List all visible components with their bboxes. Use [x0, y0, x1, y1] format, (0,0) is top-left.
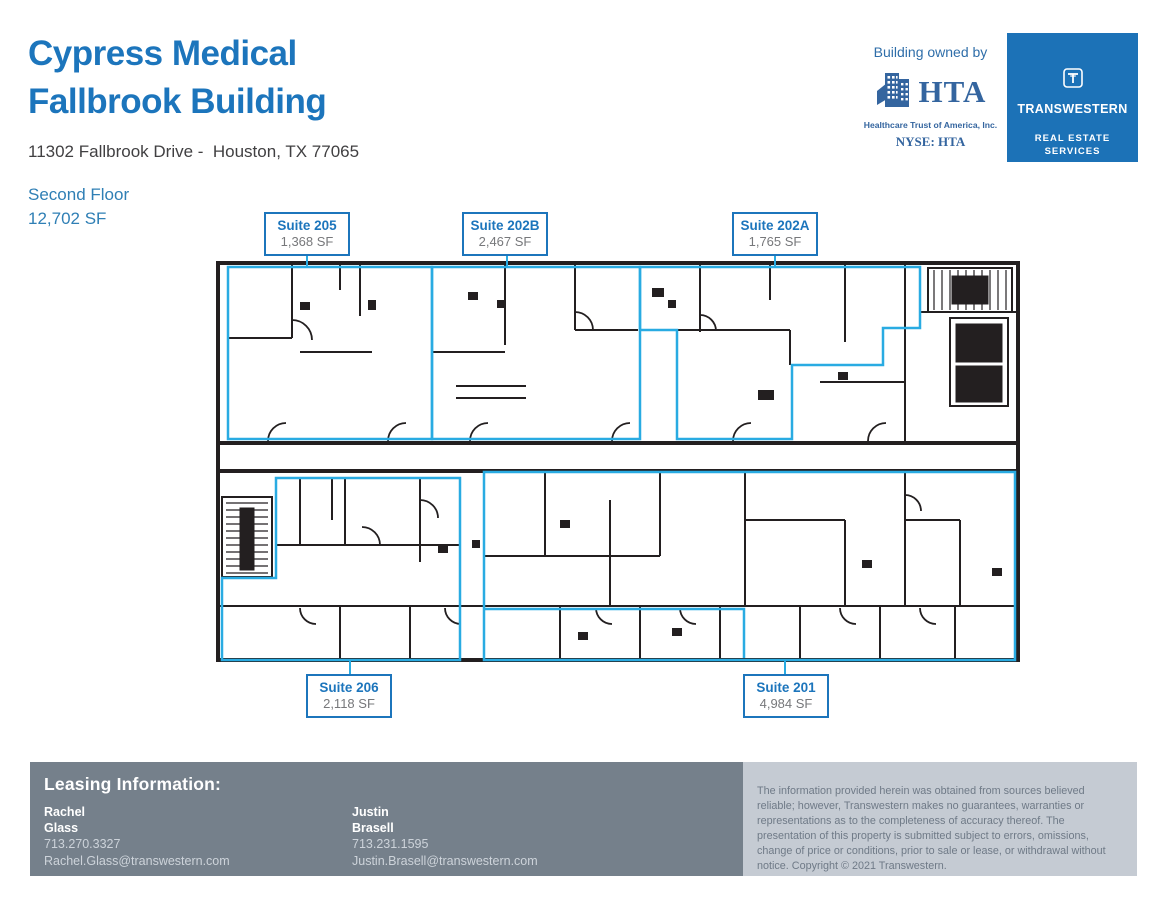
page-title: Cypress Medical Fallbrook Building	[28, 30, 327, 126]
title-line1: Cypress Medical	[28, 34, 297, 73]
transwestern-wordmark: TRANSWESTERN	[1017, 102, 1128, 116]
elevator-core	[949, 317, 1009, 407]
suite-sf: 4,984 SF	[759, 696, 813, 711]
suite-label-202b: Suite 202B 2,467 SF	[462, 212, 548, 256]
suite-202a-outline	[638, 265, 922, 441]
leasing-heading: Leasing Information:	[44, 774, 222, 794]
hta-building-icon	[875, 65, 915, 118]
suite-name: Suite 206	[319, 680, 379, 695]
contact-email: Rachel.Glass@transwestern.com	[44, 853, 230, 868]
suite-sf: 2,118 SF	[323, 696, 375, 711]
suite-name: Suite 205	[277, 218, 337, 233]
contact-last-name: Brasell	[352, 821, 394, 835]
suite-202b-outline	[430, 265, 642, 441]
hta-tagline: Healthcare Trust of America, Inc.	[863, 120, 998, 130]
suite-name: Suite 201	[756, 680, 816, 695]
footer-bar: Leasing Information: Rachel Glass 713.27…	[30, 762, 1137, 876]
suite-201-outline	[482, 470, 1017, 662]
contact-rachel-glass: Rachel Glass 713.270.3327 Rachel.Glass@t…	[44, 804, 352, 869]
stairwell-upper	[927, 267, 1013, 313]
transwestern-t-icon	[1007, 68, 1138, 93]
leader-lines	[306, 250, 786, 676]
contact-phone: 713.231.1595	[352, 837, 429, 851]
stairwell-lower	[221, 496, 273, 578]
contact-email: Justin.Brasell@transwestern.com	[352, 853, 538, 868]
transwestern-subtitle: REAL ESTATE SERVICES	[1034, 133, 1111, 157]
hta-wordmark: HTA	[918, 73, 987, 109]
suite-sf: 1,368 SF	[280, 234, 334, 249]
contact-first-name: Rachel	[44, 805, 85, 819]
contact-last-name: Glass	[44, 821, 79, 835]
disclaimer-panel: The information provided herein was obta…	[743, 762, 1137, 876]
suite-label-201: Suite 201 4,984 SF	[743, 674, 829, 718]
suite-label-205: Suite 205 1,368 SF	[264, 212, 350, 256]
floor-name: Second Floor	[28, 185, 130, 204]
hta-ticker: NYSE: HTA	[895, 134, 966, 149]
suite-name: Suite 202A	[740, 218, 810, 233]
suite-label-206: Suite 206 2,118 SF	[306, 674, 392, 718]
suite-name: Suite 202B	[470, 218, 540, 233]
suite-sf: 1,765 SF	[748, 234, 802, 249]
transwestern-logo-block: TRANSWESTERN REAL ESTATE SERVICES	[1007, 33, 1138, 162]
disclaimer-text: The information provided herein was obta…	[757, 785, 1106, 872]
suite-sf: 2,467 SF	[478, 234, 532, 249]
contact-first-name: Justin	[352, 805, 389, 819]
title-line2: Fallbrook Building	[28, 82, 327, 121]
contact-justin-brasell: Justin Brasell 713.231.1595 Justin.Brase…	[352, 804, 660, 869]
suite-boundaries	[220, 265, 1017, 662]
floor-info: Second Floor 12,702 SF	[28, 183, 129, 231]
contact-phone: 713.270.3327	[44, 837, 121, 851]
suite-label-202a: Suite 202A 1,765 SF	[732, 212, 818, 256]
property-address: 11302 Fallbrook Drive - Houston, TX 7706…	[28, 142, 360, 161]
leasing-section: Leasing Information: Rachel Glass 713.27…	[30, 762, 743, 876]
suite-206-outline	[220, 476, 462, 662]
total-sf: 12,702 SF	[28, 209, 107, 228]
owned-by-label: Building owned by	[873, 44, 988, 60]
hta-logo-block: Building owned by	[853, 44, 1008, 150]
